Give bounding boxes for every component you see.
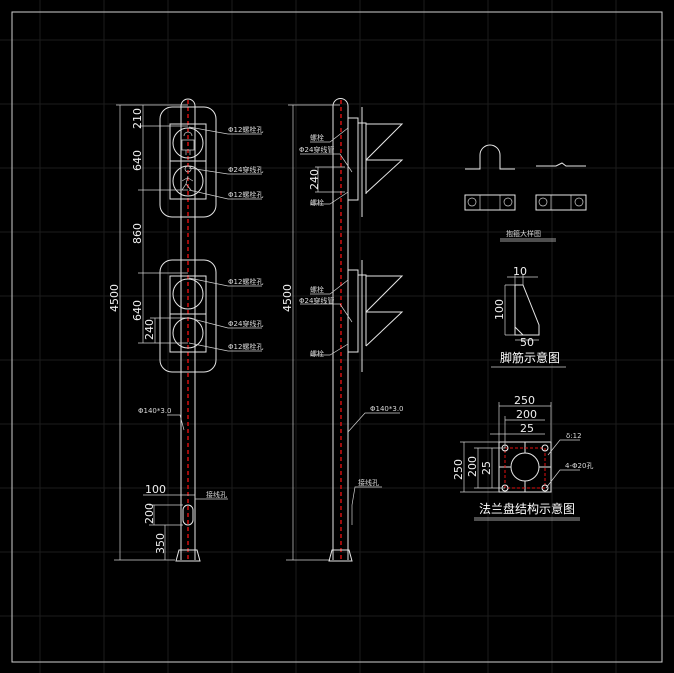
leader-label: 螺栓 [310, 285, 324, 294]
leader-label: Φ12螺栓孔 [228, 125, 263, 134]
dimension-text: 100 [145, 483, 166, 496]
front-view: Φ12螺栓孔 Φ24穿线孔 Φ12螺栓孔 Φ12螺栓孔 Φ24穿线孔 Φ12螺栓… [108, 98, 263, 562]
leader-label: Φ12螺栓孔 [228, 342, 263, 351]
dimension-text: 210 [131, 108, 144, 129]
detail-title: 法兰盘结构示意图 [479, 501, 575, 516]
holes-label: 4-Φ20孔 [565, 462, 593, 470]
flange-detail: 250 200 25 250 200 25 δ:12 4-Φ20孔 法兰盘结构示… [452, 394, 593, 521]
dimension-text: 100 [493, 299, 506, 320]
dimension-text: 200 [143, 503, 156, 524]
dimension-text: 200 [516, 408, 537, 421]
pole-base [328, 549, 353, 562]
dimension-text: 25 [520, 422, 534, 435]
leader-label: 螺栓 [310, 198, 324, 207]
detail-title: 抱箍大样图 [506, 229, 541, 238]
leader-label: Φ24穿线管 [299, 145, 334, 154]
pole-spec-label: Φ140*3.0 [370, 405, 404, 413]
hoop-plate [535, 194, 587, 211]
dimension-text: 10 [513, 265, 527, 278]
rib-profile [514, 284, 540, 336]
leader-label: 螺栓 [310, 133, 324, 142]
lower-signal-housing [159, 259, 217, 373]
dimension-text: 640 [131, 150, 144, 171]
standing-person-icon [181, 131, 195, 155]
dimension-text: 4500 [108, 284, 121, 312]
walking-person-icon [181, 165, 194, 191]
hoop-detail: 抱箍大样图 [464, 144, 587, 242]
dimension-text: 250 [514, 394, 535, 407]
leader-label: Φ24穿线管 [299, 296, 334, 305]
pole-spec-label: Φ140*3.0 [138, 407, 172, 415]
leader-label: Φ12螺栓孔 [228, 277, 263, 286]
lamp-circle [172, 278, 204, 310]
dimension-text: 240 [143, 319, 156, 340]
thickness-label: δ:12 [566, 432, 582, 440]
detail-title: 脚筋示意图 [500, 350, 560, 365]
leader-label: Φ12螺栓孔 [228, 190, 263, 199]
dimension-text: 50 [520, 336, 534, 349]
hoop-plate [464, 194, 516, 211]
dimension-text: 350 [154, 533, 167, 554]
wiring-slot [182, 504, 194, 526]
dimension-text: 250 [452, 459, 465, 480]
dimension-text: 200 [466, 456, 479, 477]
side-view: 4500 240 螺栓 Φ24穿线管 螺栓 螺栓 Φ24穿线管 螺栓 Φ140*… [281, 98, 404, 562]
flange-center-hole [510, 452, 540, 482]
dimension-text: 25 [480, 461, 493, 475]
leader-label: 螺栓 [310, 349, 324, 358]
dimension-text: 240 [308, 169, 321, 190]
slot-label: 接线孔 [358, 478, 379, 487]
slot-label: 接线孔 [206, 490, 227, 499]
rib-detail: 10 100 50 脚筋示意图 [491, 265, 566, 368]
pole-base [175, 549, 201, 562]
upper-signal-side [348, 107, 404, 217]
dimension-text: 640 [131, 300, 144, 321]
upper-signal-housing [159, 106, 217, 218]
dimension-text: 4500 [281, 284, 294, 312]
lower-signal-side [348, 260, 404, 372]
dimension-text: 860 [131, 223, 144, 244]
leader-label: Φ24穿线孔 [228, 165, 263, 174]
hoop-profile [465, 144, 515, 170]
leader-label: Φ24穿线孔 [228, 319, 263, 328]
hoop-flat-profile [536, 162, 586, 167]
pedestrian-stop-lamp [172, 127, 204, 159]
drawing-frame [11, 11, 663, 663]
